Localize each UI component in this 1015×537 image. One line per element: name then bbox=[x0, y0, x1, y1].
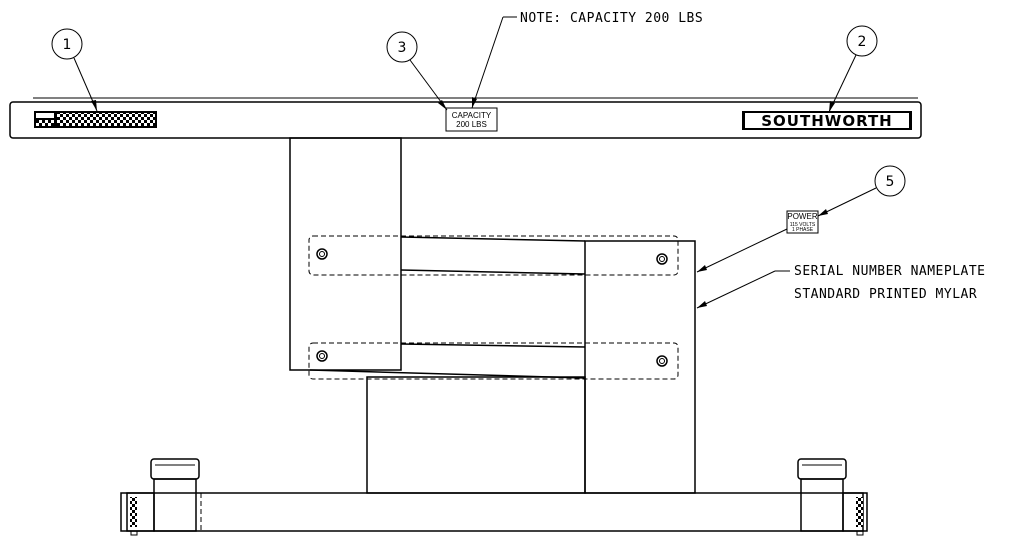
pivot-bolt bbox=[656, 253, 668, 265]
pivot-bolt bbox=[656, 355, 668, 367]
balloon-1: 1 bbox=[51, 28, 98, 112]
capacity-decal-line1: CAPACITY bbox=[452, 111, 492, 120]
center-housing bbox=[366, 376, 586, 494]
capacity-decal: CAPACITY 200 LBS bbox=[445, 107, 498, 132]
power-decal-line3: 1 PHASE bbox=[792, 227, 814, 233]
brand-decal: SOUTHWORTH bbox=[742, 111, 912, 130]
capacity-note-text: NOTE: CAPACITY 200 LBS bbox=[520, 11, 703, 26]
balloon-3-text: 3 bbox=[398, 40, 407, 56]
serial-note-line1: SERIAL NUMBER NAMEPLATE bbox=[794, 264, 986, 279]
balloon-2: 2 bbox=[828, 25, 878, 113]
power-decal-line1: POWER bbox=[787, 212, 817, 221]
capacity-note: NOTE: CAPACITY 200 LBS bbox=[471, 11, 703, 109]
left-caster bbox=[126, 458, 200, 536]
balloon-2-text: 2 bbox=[858, 34, 867, 50]
scissor-arm-upper bbox=[308, 235, 679, 276]
decal-left bbox=[34, 111, 157, 128]
scissor-arm-lower bbox=[308, 342, 679, 380]
power-decal: POWER 115 VOLTS 1 PHASE bbox=[786, 210, 819, 234]
base-frame bbox=[120, 492, 864, 532]
serial-note-line2: STANDARD PRINTED MYLAR bbox=[794, 287, 977, 302]
balloon-5: 5 bbox=[817, 165, 906, 217]
balloon-5-text: 5 bbox=[886, 174, 895, 190]
right-caster bbox=[797, 458, 868, 536]
brand-text: SOUTHWORTH bbox=[761, 112, 892, 130]
power-decal-line2: 115 VOLTS bbox=[790, 222, 816, 228]
balloon-3: 3 bbox=[386, 31, 448, 111]
serial-number-note: SERIAL NUMBER NAMEPLATE STANDARD PRINTED… bbox=[696, 228, 986, 309]
balloon-1-text: 1 bbox=[63, 37, 72, 53]
pivot-bolt bbox=[316, 248, 328, 260]
pivot-bolt bbox=[316, 350, 328, 362]
left-column bbox=[289, 137, 402, 371]
capacity-decal-line2: 200 LBS bbox=[456, 120, 487, 129]
